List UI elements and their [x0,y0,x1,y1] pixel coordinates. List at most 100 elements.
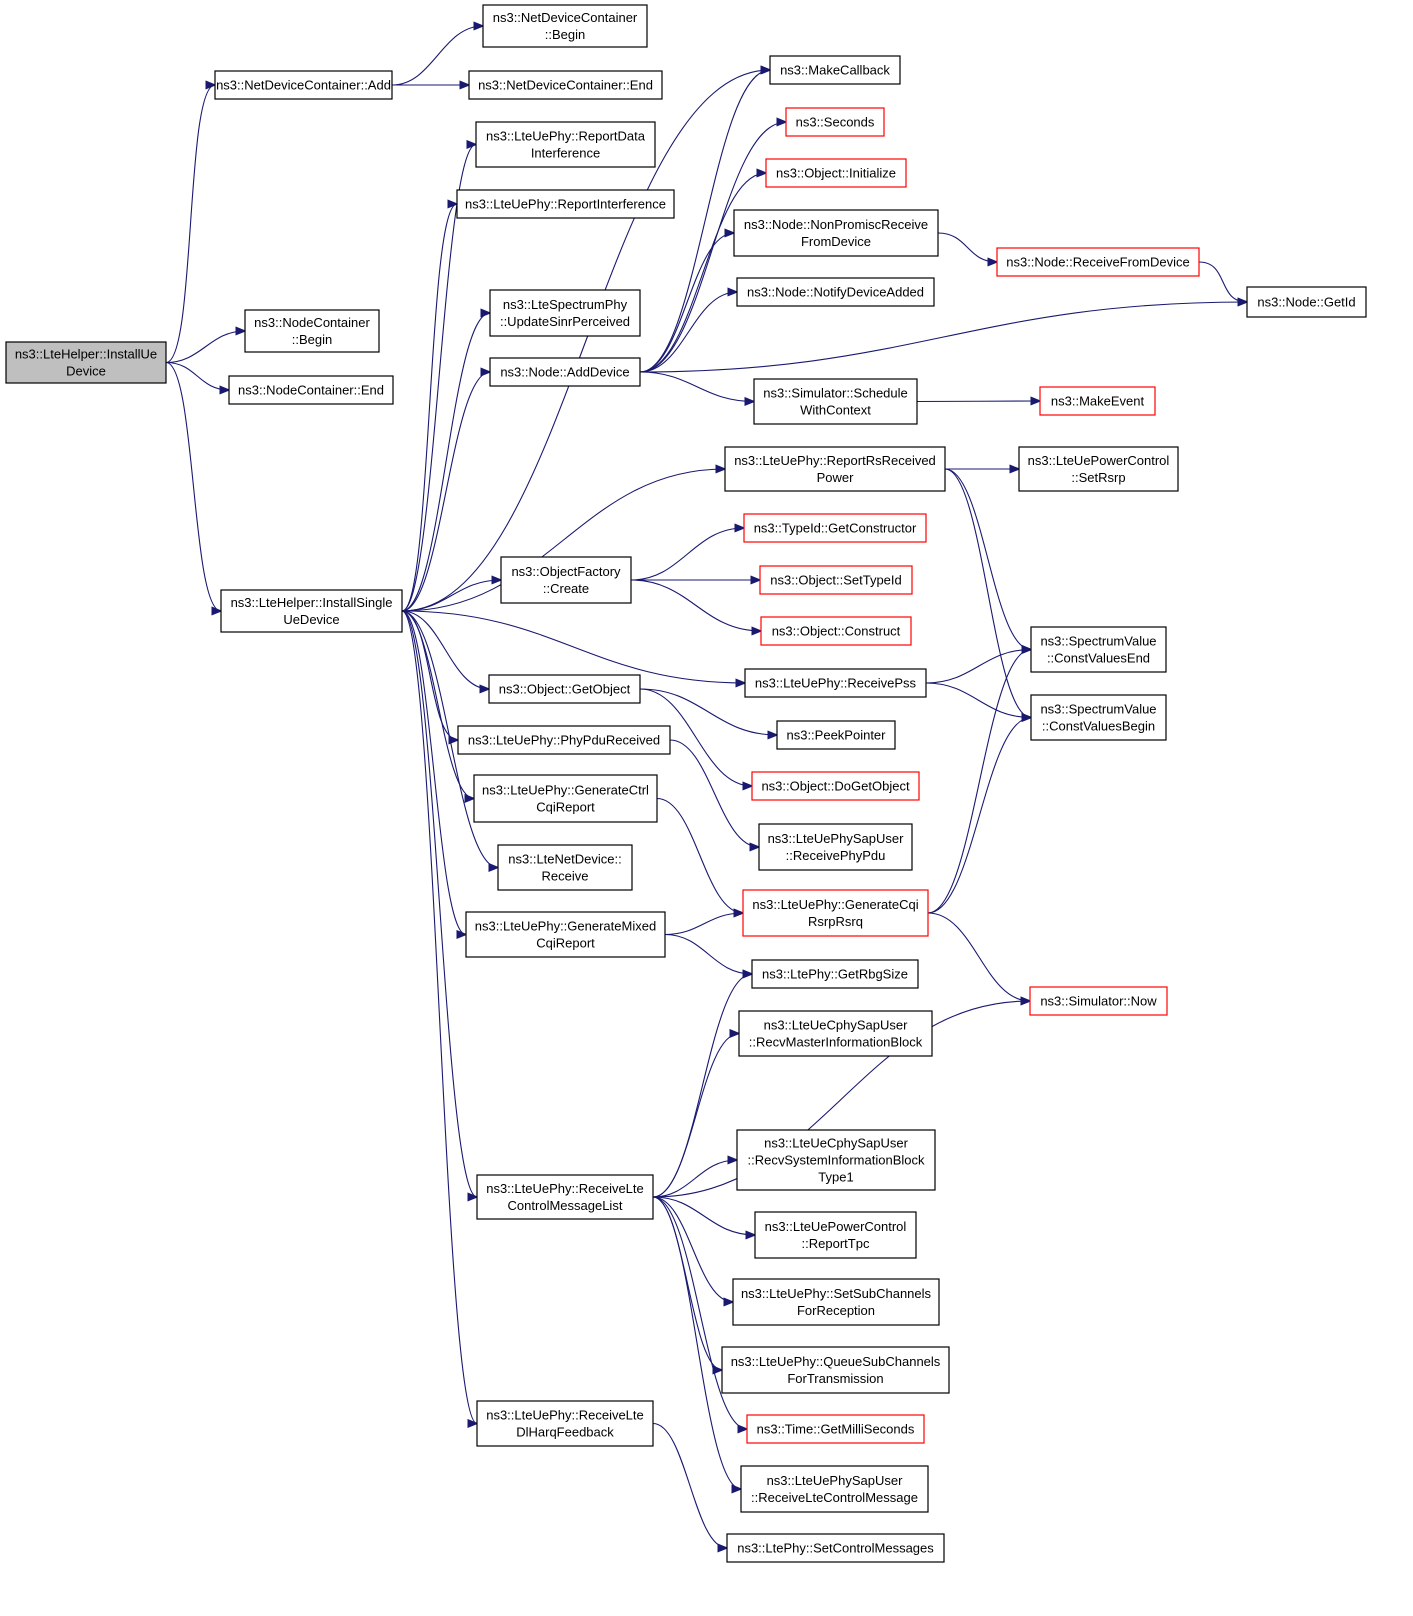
node-make-event[interactable]: ns3::MakeEvent [1039,386,1156,416]
node-nc-begin[interactable]: ns3::NodeContainer::Begin [244,309,380,353]
edge-of-create-to-get-constructor [630,528,744,581]
node-label: ns3::LteHelper::InstallSingle [231,595,393,610]
node-do-get-object[interactable]: ns3::Object::DoGetObject [751,771,920,801]
node-label: ns3::NetDeviceContainer [493,10,638,25]
edge-of-create-to-obj-construct [630,579,761,631]
edge-root-to-nc-end [165,361,229,391]
node-phy-pdu-received[interactable]: ns3::LteUePhy::PhyPduReceived [457,725,671,755]
node-cv-end[interactable]: ns3::SpectrumValue::ConstValuesEnd [1030,626,1167,673]
node-label: ns3::Node::AddDevice [500,365,629,380]
node-set-rsrp[interactable]: ns3::LteUePowerControl::SetRsrp [1018,446,1179,492]
node-label: ns3::LteUePhy::ReportInterference [465,197,666,212]
node-label: ns3::LteUePhy::GenerateCqi [752,897,918,912]
node-add-device[interactable]: ns3::Node::AddDevice [489,357,641,387]
node-set-subch-rx[interactable]: ns3::LteUePhy::SetSubChannelsForReceptio… [732,1278,940,1326]
edge-get-object-to-peek-pointer [639,688,777,735]
edge-recv-ctrl-list-to-recv-lte-ctrl-msg [652,1196,741,1489]
edge-root-to-install-single [165,361,221,612]
node-label: ns3::LteHelper::InstallUe [15,347,157,362]
node-queue-subch-tx[interactable]: ns3::LteUePhy::QueueSubChannelsForTransm… [721,1346,950,1394]
node-get-millis[interactable]: ns3::Time::GetMilliSeconds [746,1414,925,1444]
node-cv-begin[interactable]: ns3::SpectrumValue::ConstValuesBegin [1030,694,1167,741]
node-set-type-id[interactable]: ns3::Object::SetTypeId [759,565,913,595]
node-obj-init[interactable]: ns3::Object::Initialize [765,158,907,188]
node-label: ns3::LteUePhy::GenerateCtrl [482,783,649,798]
node-label: ::Create [543,581,589,596]
node-label: Power [817,470,855,485]
node-report-tpc[interactable]: ns3::LteUePowerControl::ReportTpc [754,1211,917,1259]
node-label: ::ConstValuesEnd [1047,651,1150,666]
node-notify-device-added[interactable]: ns3::Node::NotifyDeviceAdded [736,277,935,307]
node-receive-pss[interactable]: ns3::LteUePhy::ReceivePss [744,668,927,698]
edge-report-rs-power-to-cv-begin [944,468,1031,718]
node-label: ns3::Object::Initialize [776,166,896,181]
node-box [754,1211,917,1259]
node-label: Interference [531,146,600,161]
node-box [736,1129,936,1191]
edge-recv-ctrl-list-to-sim-now [652,1001,1030,1198]
node-of-create[interactable]: ns3::ObjectFactory::Create [500,556,632,604]
edge-gen-ctrl-cqi-to-gen-cqi-rsrp [656,797,743,914]
node-get-object[interactable]: ns3::Object::GetObject [488,674,641,704]
node-ndc-begin[interactable]: ns3::NetDeviceContainer::Begin [482,4,648,48]
node-update-sinr[interactable]: ns3::LteSpectrumPhy::UpdateSinrPerceived [489,289,641,337]
node-label: ns3::LteUePhy::ReceiveLte [486,1408,644,1423]
node-box [489,289,641,337]
node-netdev-receive[interactable]: ns3::LteNetDevice::Receive [497,844,633,891]
node-recv-ctrl-list[interactable]: ns3::LteUePhy::ReceiveLteControlMessageL… [476,1174,654,1220]
node-box [726,1533,945,1563]
node-sim-now[interactable]: ns3::Simulator::Now [1029,986,1168,1016]
node-receive-phy-pdu[interactable]: ns3::LteUePhySapUser::ReceivePhyPdu [758,823,913,871]
node-nc-end[interactable]: ns3::NodeContainer::End [228,375,394,405]
node-box [489,357,641,387]
node-ndc-add[interactable]: ns3::NetDeviceContainer::Add [214,70,393,100]
node-recv-lte-ctrl-msg[interactable]: ns3::LteUePhySapUser::ReceiveLteControlM… [740,1465,929,1513]
node-seconds[interactable]: ns3::Seconds [785,107,885,137]
node-recv-sib1[interactable]: ns3::LteUeCphySapUser::RecvSystemInforma… [736,1129,936,1191]
node-peek-pointer[interactable]: ns3::PeekPointer [776,720,896,750]
node-label: Device [66,364,106,379]
node-box [5,341,167,384]
edge-install-single-to-get-object [401,610,489,689]
node-box [1030,694,1167,741]
node-label: Type1 [818,1170,853,1185]
edge-install-single-to-of-create [401,580,501,612]
node-box [733,209,939,257]
node-obj-construct[interactable]: ns3::Object::Construct [760,616,912,646]
node-make-callback[interactable]: ns3::MakeCallback [769,55,901,85]
edge-non-promisc-to-receive-from-device [937,232,997,262]
edge-gen-cqi-rsrp-to-sim-now [927,912,1030,1001]
node-label: ns3::LteUePhy::ReportData [486,129,646,144]
edge-gen-mixed-cqi-to-get-rbg-size [664,933,752,975]
node-report-interf[interactable]: ns3::LteUePhy::ReportInterference [456,189,675,219]
node-box [753,378,918,425]
node-get-rbg-size[interactable]: ns3::LtePhy::GetRbgSize [751,959,919,989]
node-label: FromDevice [801,234,871,249]
node-label: ::ReceiveLteControlMessage [751,1490,918,1505]
edge-install-single-to-report-rs-power [401,469,725,612]
edge-install-single-to-receive-pss [401,610,745,683]
node-label: ns3::Object::DoGetObject [761,779,910,794]
node-get-id[interactable]: ns3::Node::GetId [1246,286,1367,318]
node-set-ctrl-msgs[interactable]: ns3::LtePhy::SetControlMessages [726,1533,945,1563]
node-receive-from-device[interactable]: ns3::Node::ReceiveFromDevice [996,247,1200,277]
edge-root-to-ndc-add [165,85,215,364]
node-ndc-end[interactable]: ns3::NetDeviceContainer::End [468,70,663,100]
node-recv-mib[interactable]: ns3::LteUeCphySapUser::RecvMasterInforma… [738,1010,933,1057]
node-label: ns3::LteUePowerControl [765,1219,907,1234]
node-label: ns3::Simulator::Now [1040,994,1157,1009]
node-box [776,720,896,750]
node-box [228,375,394,405]
node-label: ns3::LteUePowerControl [1028,453,1170,468]
node-get-constructor[interactable]: ns3::TypeId::GetConstructor [743,513,927,543]
